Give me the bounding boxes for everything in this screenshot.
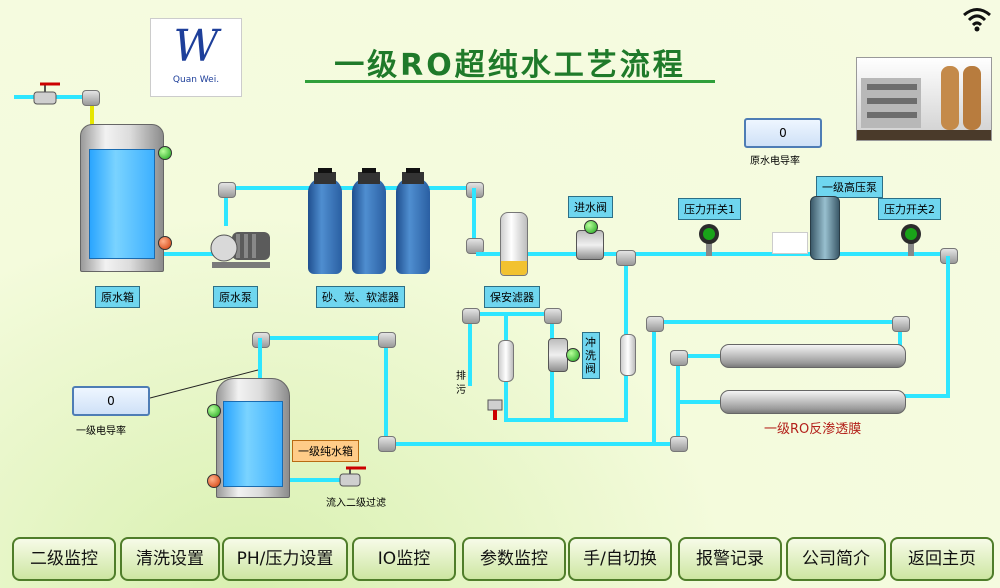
concentrate-riser (898, 322, 902, 350)
pure-tank-water-level (223, 401, 283, 487)
membrane-inlet-pipe (904, 394, 950, 398)
raw-tank-water-level (89, 149, 155, 259)
pressure-switch-1-label: 压力开关1 (678, 198, 741, 220)
flush-loop-left (468, 314, 472, 386)
pipe-elbow (378, 332, 396, 348)
raw-tank-label: 原水箱 (95, 286, 140, 308)
concentrate-down-pipe (652, 322, 656, 442)
carbon-filter[interactable] (352, 178, 386, 274)
title-underline (305, 80, 715, 83)
pipe-elbow (82, 90, 100, 106)
filters-label: 砂、炭、软滤器 (316, 286, 405, 308)
logo-mark: W (173, 21, 219, 72)
manual-auto-button[interactable]: 手/自切换 (568, 537, 672, 581)
meter-connector-line (150, 369, 259, 399)
filter-header-pipe (224, 186, 476, 190)
wash-settings-button[interactable]: 清洗设置 (120, 537, 220, 581)
pipe-elbow (646, 316, 664, 332)
permeate-down-pipe (676, 356, 680, 446)
logo-brand: Quan Wei. (172, 75, 220, 85)
pipe-elbow (670, 436, 688, 452)
filter-valve-heads (314, 168, 424, 184)
outlet-valve-icon[interactable] (336, 464, 372, 488)
drain-valve-icon[interactable] (484, 396, 506, 422)
flush-valve[interactable] (548, 338, 568, 372)
pure-water-tank[interactable] (216, 378, 290, 498)
raw-water-tank[interactable] (80, 124, 164, 272)
raw-pump-icon[interactable] (208, 222, 274, 272)
inlet-pipe-down (90, 95, 94, 125)
equipment-photo (856, 57, 992, 141)
primary-conductivity-meter[interactable]: 0 (72, 386, 150, 416)
alarm-records-button[interactable]: 报警记录 (678, 537, 782, 581)
raw-pump-label: 原水泵 (213, 286, 258, 308)
right-down-pipe (946, 256, 950, 396)
pipe-elbow (462, 308, 480, 324)
pressure-switch-2-label: 压力开关2 (878, 198, 941, 220)
inlet-valve-icon[interactable] (28, 80, 64, 106)
pressure-gauge-icon[interactable] (694, 222, 724, 256)
param-monitor-button[interactable]: 参数监控 (462, 537, 566, 581)
to-secondary-label: 流入二级过滤 (326, 498, 386, 509)
raw-tank-low-level-lamp (158, 236, 172, 250)
pipe-elbow (466, 238, 484, 254)
tank-outlet-pipe (160, 252, 220, 256)
inlet-solenoid-valve[interactable] (576, 230, 604, 260)
io-monitor-button[interactable]: IO监控 (352, 537, 456, 581)
softener-filter[interactable] (396, 178, 430, 274)
home-button[interactable]: 返回主页 (890, 537, 994, 581)
pure-tank-label: 一级纯水箱 (292, 440, 359, 462)
membrane-link-pipe (676, 354, 720, 358)
high-pressure-pump[interactable] (810, 196, 840, 260)
membrane-return-pipe (680, 400, 720, 404)
pure-tank-high-level-lamp (207, 404, 221, 418)
return-riser-pipe (384, 338, 388, 444)
pipe-elbow (218, 182, 236, 198)
pipe-elbow (670, 350, 688, 366)
permeate-return-pipe (384, 442, 680, 446)
pipe-elbow (378, 436, 396, 452)
flush-loop-top (468, 312, 552, 316)
pipe-elbow (892, 316, 910, 332)
safety-filter-label: 保安滤器 (484, 286, 540, 308)
secondary-monitor-button[interactable]: 二级监控 (12, 537, 116, 581)
drain-label: 排污 (456, 371, 466, 396)
pump-riser-pipe (224, 188, 228, 226)
inlet-valve-label: 进水阀 (568, 196, 613, 218)
pure-tank-outlet-pipe (288, 478, 344, 482)
flush-valve-lamp (566, 348, 580, 362)
ph-pressure-settings-button[interactable]: PH/压力设置 (222, 537, 348, 581)
ro-membrane-2[interactable] (720, 390, 906, 414)
company-logo: W Quan Wei. (150, 18, 242, 97)
navigation-bar: 二级监控 清洗设置 PH/压力设置 IO监控 参数监控 手/自切换 报警记录 公… (0, 530, 1000, 588)
company-profile-button[interactable]: 公司简介 (786, 537, 886, 581)
sand-filter[interactable] (308, 178, 342, 274)
pump-controller-box (772, 232, 808, 254)
high-pressure-pump-label: 一级高压泵 (816, 176, 883, 198)
ro-membrane-1[interactable] (720, 344, 906, 368)
concentrate-pipe (652, 320, 902, 324)
pipe-tee (616, 250, 636, 266)
flush-loop-bottom (504, 418, 628, 422)
raw-conductivity-meter[interactable]: 0 (744, 118, 822, 148)
pure-tank-inlet-pipe (258, 336, 386, 340)
inlet-valve-lamp (584, 220, 598, 234)
pipe-elbow (544, 308, 562, 324)
pure-tank-down-pipe (258, 338, 262, 378)
primary-conductivity-caption: 一级电导率 (76, 426, 126, 437)
ro-membrane-label: 一级RO反渗透膜 (764, 422, 862, 437)
flow-meter (498, 340, 514, 382)
wifi-icon (963, 8, 991, 32)
pure-tank-low-level-lamp (207, 474, 221, 488)
flow-meter (620, 334, 636, 376)
safety-filter[interactable] (500, 212, 528, 276)
raw-conductivity-caption: 原水电导率 (750, 156, 800, 167)
flush-valve-label: 冲洗阀 (582, 332, 600, 379)
page-title: 一级RO超纯水工艺流程 (334, 48, 686, 83)
raw-tank-high-level-lamp (158, 146, 172, 160)
pressure-gauge-icon[interactable] (896, 222, 926, 256)
filter-down-pipe (472, 188, 476, 254)
